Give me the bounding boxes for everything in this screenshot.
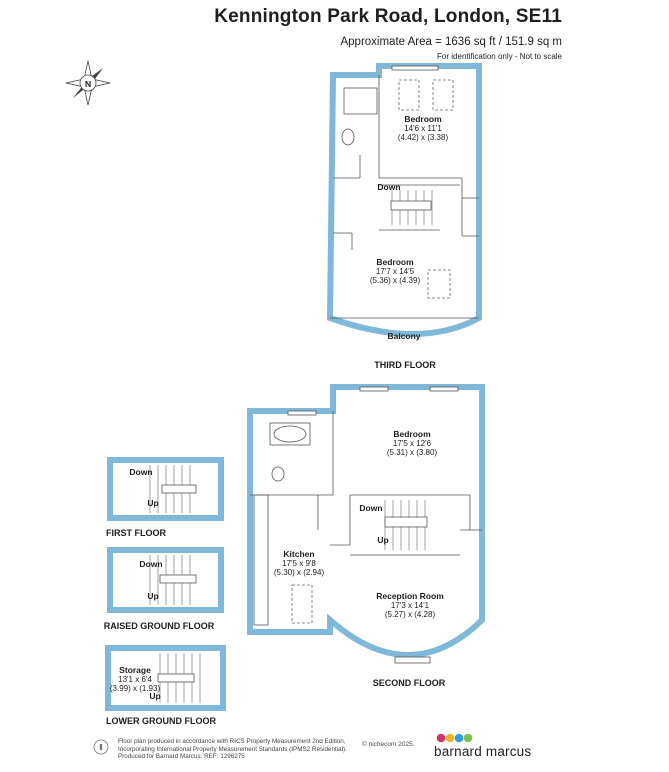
brand-name: barnard marcus	[434, 744, 532, 759]
storage-metric: (3.99) x (1.93)	[110, 684, 161, 693]
lower-ground-floor-label: LOWER GROUND FLOOR	[106, 716, 216, 726]
kitchen-metric: (5.30) x (2.94)	[274, 568, 325, 577]
third-floor-label: THIRD FLOOR	[374, 360, 436, 370]
footer-measurement-note: Floor plan produced in accordance with R…	[118, 738, 347, 761]
brand-logo-dots	[436, 733, 473, 743]
lower-ground-floor-plan: Storage 13'1 x 6'4 (3.99) x (1.93) Up LO…	[105, 645, 226, 726]
kitchen-name: Kitchen	[283, 549, 314, 559]
storage-name: Storage	[119, 665, 151, 675]
property-title: Kennington Park Road, London, SE11	[214, 6, 562, 27]
raised-ground-floor-plan: Down Up RAISED GROUND FLOOR	[104, 547, 224, 631]
second-bedroom-metric: (5.31) x (3.80)	[387, 448, 438, 457]
raised-stair-down-label: Down	[139, 559, 162, 569]
first-stair-down-label: Down	[129, 467, 152, 477]
second-stair-up-label: Up	[377, 535, 388, 545]
north-compass-icon: N	[65, 60, 111, 106]
first-stair-up-label: Up	[147, 498, 158, 508]
lower-stair-up-label: Up	[149, 691, 160, 701]
reception-room-imperial: 17'3 x 14'1	[391, 601, 430, 610]
second-stair-down-label: Down	[359, 503, 382, 513]
third-bedroom-1-name: Bedroom	[404, 114, 442, 124]
second-bedroom-imperial: 17'5 x 12'6	[393, 439, 432, 448]
storage-imperial: 13'1 x 6'4	[118, 675, 152, 684]
footer-produced: Produced for Barnard Marcus.	[118, 753, 203, 761]
footer-line-2: Incorporating International Property Mea…	[118, 745, 347, 753]
third-bedroom-2-name: Bedroom	[376, 257, 414, 267]
raised-stair-up-label: Up	[147, 591, 158, 601]
footer-line-3: Produced for Barnard Marcus. REF: 129627…	[118, 753, 347, 761]
approximate-area: Approximate Area = 1636 sq ft / 151.9 sq…	[340, 36, 562, 48]
kitchen-imperial: 17'5 x 9'8	[282, 559, 316, 568]
raised-ground-floor-label: RAISED GROUND FLOOR	[104, 621, 215, 631]
third-floor-plan: Bedroom 14'6 x 11'1 (4.42) x (3.38) Down…	[326, 63, 482, 370]
compass-north-label: N	[85, 79, 91, 89]
second-bedroom-name: Bedroom	[393, 429, 431, 439]
identification-note: For identification only - Not to scale	[437, 52, 562, 61]
first-floor-label: FIRST FLOOR	[106, 528, 166, 538]
balcony-label: Balcony	[387, 331, 420, 341]
third-bedroom-2-imperial: 17'7 x 14'5	[376, 267, 415, 276]
footer-ref: REF: 1296275	[204, 753, 245, 761]
reception-room-metric: (5.27) x (4.28)	[385, 610, 436, 619]
second-floor-plan: Bedroom 17'5 x 12'6 (5.31) x (3.80) Down…	[247, 384, 485, 688]
footer-line-1: Floor plan produced in accordance with R…	[118, 738, 346, 745]
footer-copyright: © nichecom 2025.	[362, 741, 415, 748]
third-bedroom-1-metric: (4.42) x (3.38)	[398, 133, 449, 142]
third-stair-down-label: Down	[377, 182, 400, 192]
third-bedroom-2-metric: (5.36) x (4.39)	[370, 276, 421, 285]
second-floor-label: SECOND FLOOR	[373, 678, 446, 688]
third-bedroom-1-imperial: 14'6 x 11'1	[404, 124, 442, 133]
info-icon	[93, 739, 109, 755]
reception-room-name: Reception Room	[376, 591, 444, 601]
first-floor-plan: Down Up FIRST FLOOR	[106, 457, 224, 538]
